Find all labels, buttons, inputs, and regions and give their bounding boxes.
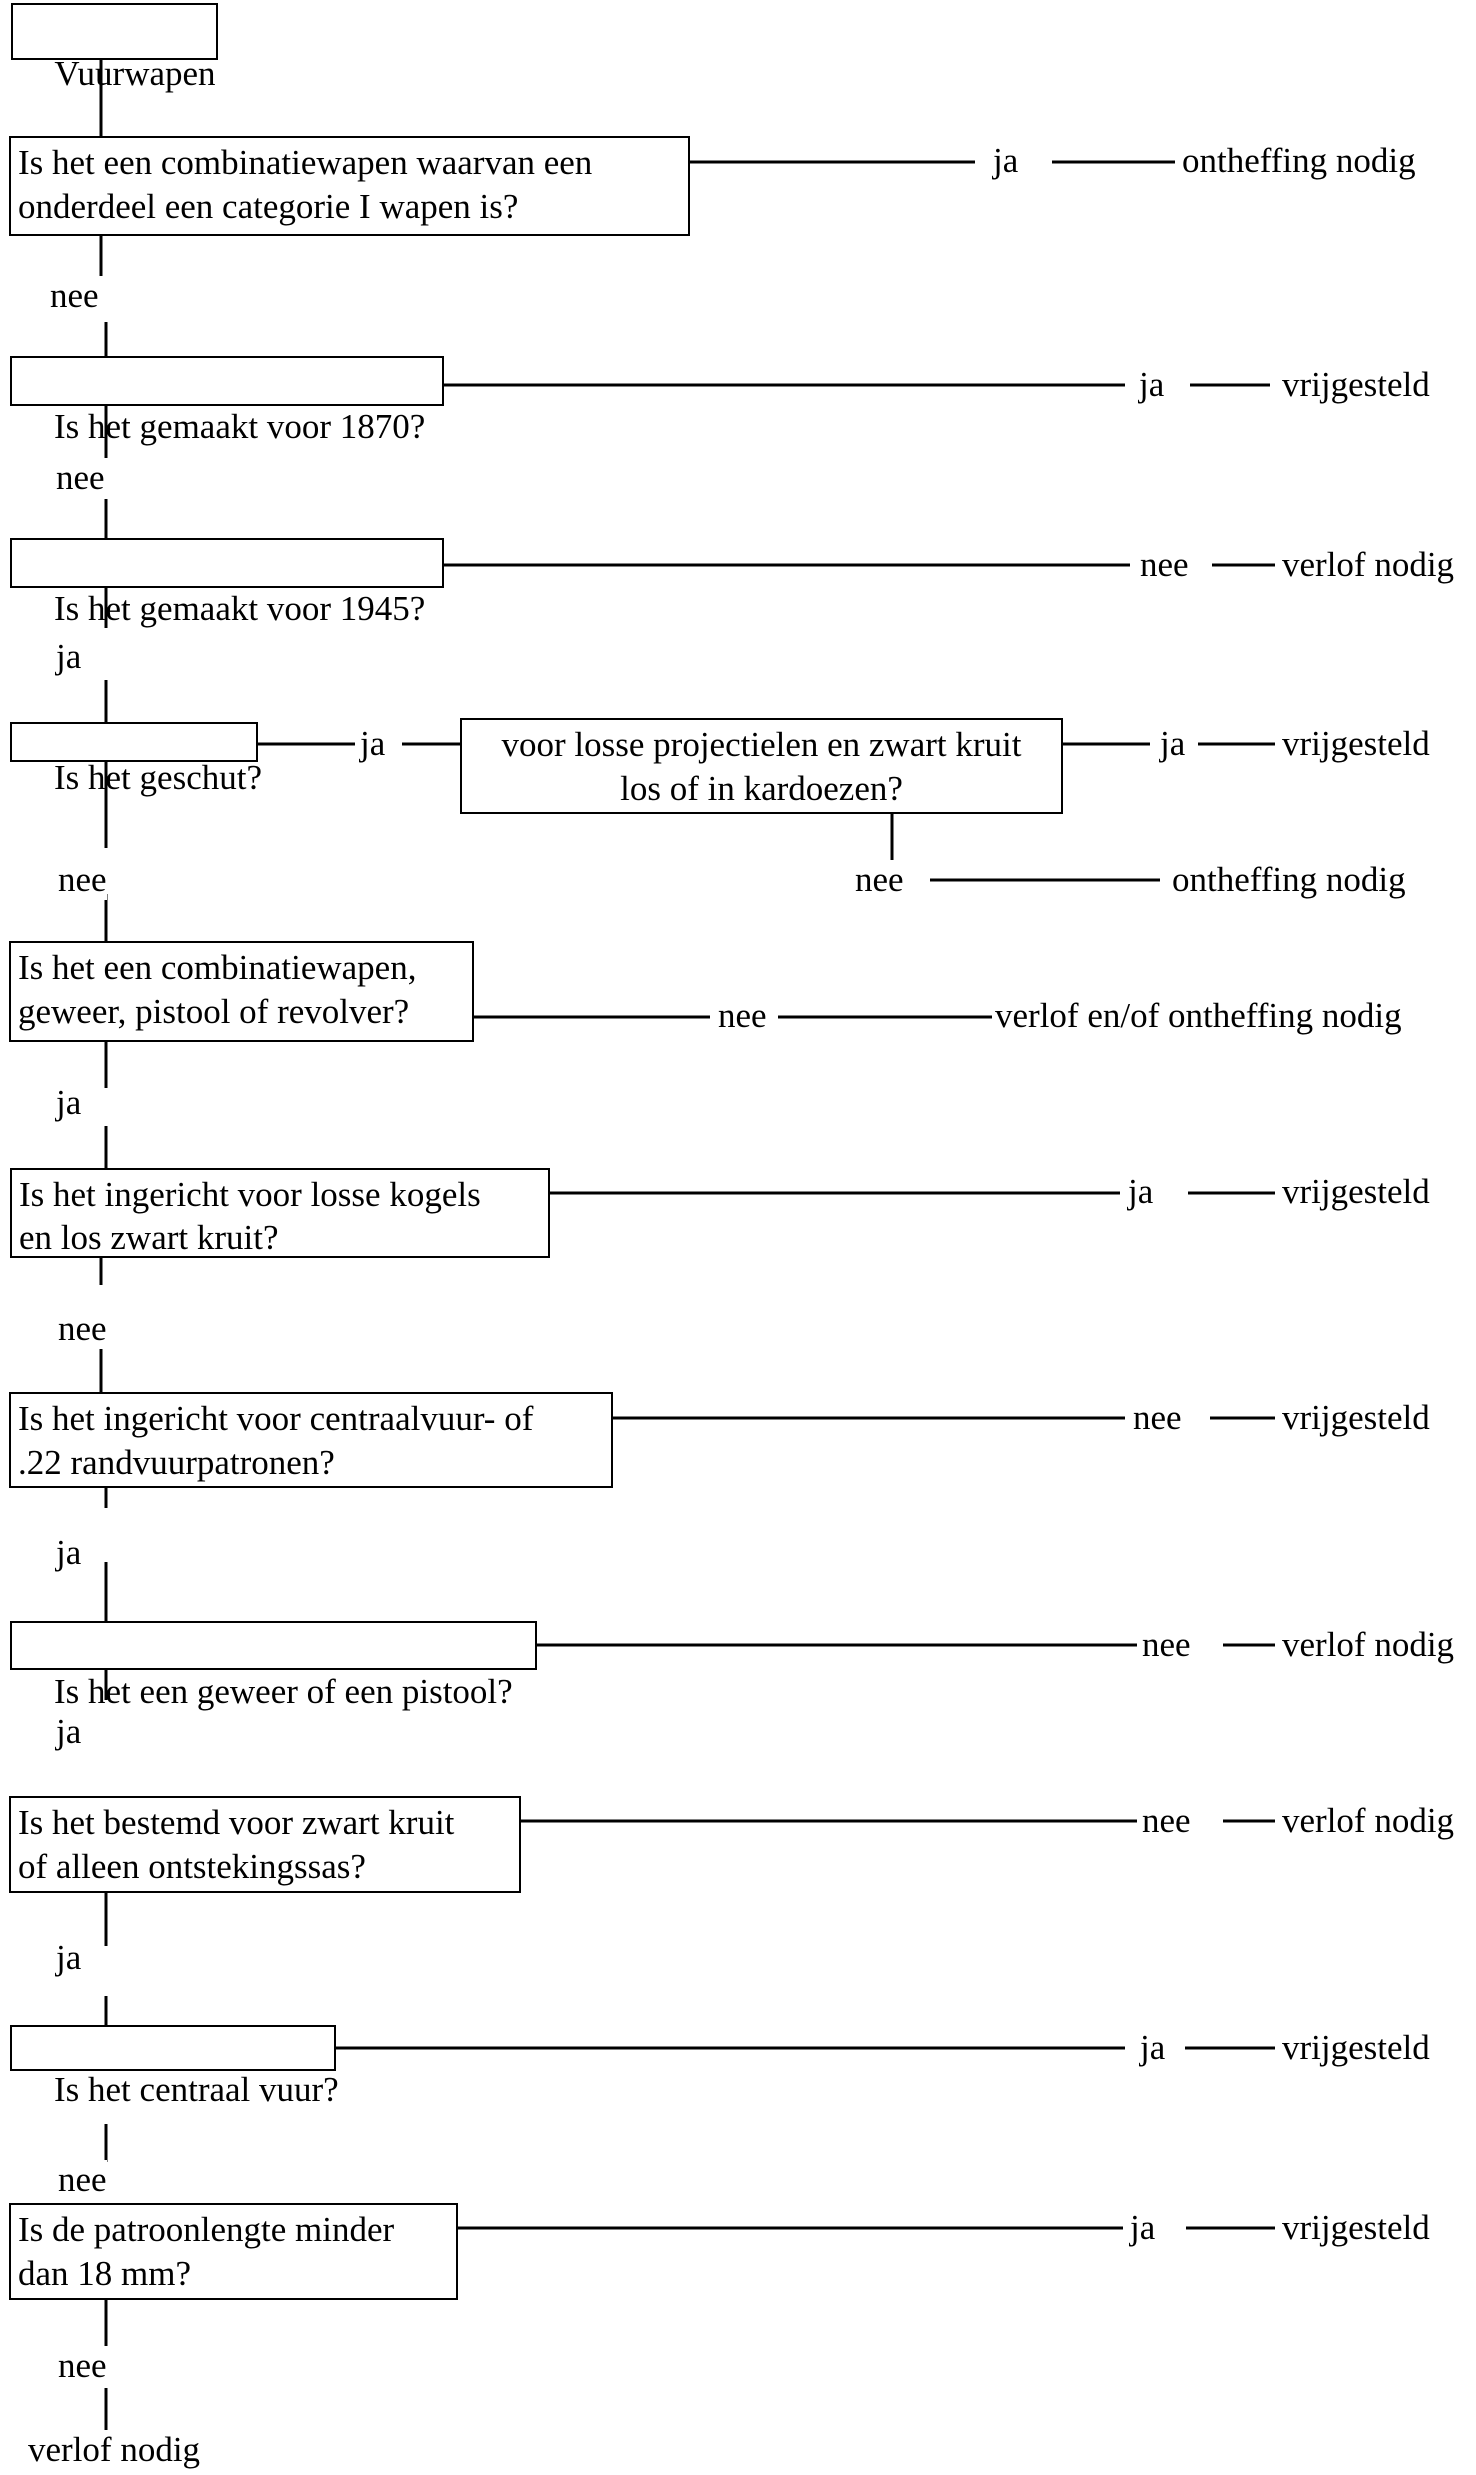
question-line: voor losse projectielen en zwart kruit	[501, 725, 1022, 764]
question-line: geweer, pistool of revolver?	[18, 992, 410, 1031]
question-centerfire: Is het centraal vuur?	[10, 2025, 339, 2109]
question-line: Is het ingericht voor centraalvuur- of	[18, 1399, 534, 1438]
outcome-exemption-needed: ontheffing nodig	[1172, 860, 1406, 900]
question-centerfire-or-rimfire: Is het ingericht voor centraalvuur- of .…	[9, 1392, 613, 1488]
question-loose-projectiles-black-powder: voor losse projectielen en zwart kruit l…	[460, 718, 1063, 814]
answer-yes: ja	[1130, 2208, 1156, 2248]
answer-no: nee	[1142, 1625, 1191, 1665]
question-black-powder-or-primer: Is het bestemd voor zwart kruit of allee…	[9, 1796, 521, 1893]
question-rifle-or-pistol: Is het een geweer of een pistool?	[10, 1621, 537, 1711]
answer-no: nee	[718, 996, 767, 1036]
answer-yes: ja	[993, 141, 1019, 181]
answer-yes: ja	[1139, 365, 1165, 405]
outcome-permit-or-exemption-needed: verlof en/of ontheffing nodig	[995, 996, 1402, 1036]
answer-no: nee	[58, 2346, 107, 2386]
outcome-exemption-needed: ontheffing nodig	[1182, 141, 1416, 181]
answer-no: nee	[58, 2160, 107, 2200]
question-line: .22 randvuurpatronen?	[18, 1443, 335, 1482]
answer-yes: ja	[56, 637, 82, 677]
answer-no: nee	[58, 1309, 107, 1349]
question-cartridge-length-under-18mm: Is de patroonlengte minder dan 18 mm?	[9, 2203, 458, 2300]
outcome-exempt: vrijgesteld	[1282, 1398, 1430, 1438]
start-node: Vuurwapen	[11, 3, 218, 93]
question-line: Is het gemaakt voor 1945?	[54, 589, 426, 628]
question-line: onderdeel een categorie I wapen is?	[18, 187, 519, 226]
answer-no: nee	[1140, 545, 1189, 585]
question-combination-category-i: Is het een combinatiewapen waarvan een o…	[9, 136, 690, 236]
question-made-before-1945: Is het gemaakt voor 1945?	[10, 538, 444, 628]
question-line: Is het gemaakt voor 1870?	[54, 407, 426, 446]
answer-yes: ja	[1128, 1172, 1154, 1212]
answer-no: nee	[855, 860, 904, 900]
answer-no: nee	[50, 276, 99, 316]
question-line: Is het een combinatiewapen,	[18, 948, 417, 987]
start-label: Vuurwapen	[54, 54, 216, 93]
answer-yes: ja	[1140, 2028, 1166, 2068]
answer-yes: ja	[56, 1083, 82, 1123]
answer-no: nee	[1133, 1398, 1182, 1438]
question-line: Is het een geweer of een pistool?	[54, 1672, 513, 1711]
answer-yes: ja	[360, 724, 386, 764]
answer-no: nee	[56, 458, 105, 498]
answer-yes: ja	[56, 1712, 82, 1752]
question-line: Is het bestemd voor zwart kruit	[18, 1803, 455, 1842]
outcome-permit-needed: verlof nodig	[28, 2430, 201, 2470]
question-combination-rifle-pistol-revolver: Is het een combinatiewapen, geweer, pist…	[9, 941, 474, 1042]
question-line: los of in kardoezen?	[620, 769, 903, 808]
question-is-artillery: Is het geschut?	[10, 722, 262, 795]
outcome-exempt: vrijgesteld	[1282, 2208, 1430, 2248]
answer-no: nee	[1142, 1801, 1191, 1841]
question-line: Is het ingericht voor losse kogels	[19, 1175, 481, 1214]
answer-yes: ja	[56, 1533, 82, 1573]
outcome-permit-needed: verlof nodig	[1282, 545, 1455, 585]
question-line: Is het geschut?	[54, 758, 262, 797]
outcome-exempt: vrijgesteld	[1282, 365, 1430, 405]
question-line: dan 18 mm?	[18, 2254, 192, 2293]
question-line: en los zwart kruit?	[19, 1218, 279, 1257]
outcome-permit-needed: verlof nodig	[1282, 1625, 1455, 1665]
outcome-exempt: vrijgesteld	[1282, 724, 1430, 764]
question-made-before-1870: Is het gemaakt voor 1870?	[10, 356, 444, 446]
answer-no: nee	[58, 860, 107, 900]
outcome-exempt: vrijgesteld	[1282, 2028, 1430, 2068]
answer-yes: ja	[1160, 724, 1186, 764]
outcome-permit-needed: verlof nodig	[1282, 1801, 1455, 1841]
answer-yes: ja	[56, 1938, 82, 1978]
outcome-exempt: vrijgesteld	[1282, 1172, 1430, 1212]
question-line: Is het centraal vuur?	[54, 2070, 339, 2109]
question-line: Is het een combinatiewapen waarvan een	[18, 143, 593, 182]
question-line: Is de patroonlengte minder	[18, 2210, 395, 2249]
question-loose-bullets-black-powder: Is het ingericht voor losse kogels en lo…	[10, 1168, 550, 1258]
question-line: of alleen ontstekingssas?	[18, 1847, 366, 1886]
